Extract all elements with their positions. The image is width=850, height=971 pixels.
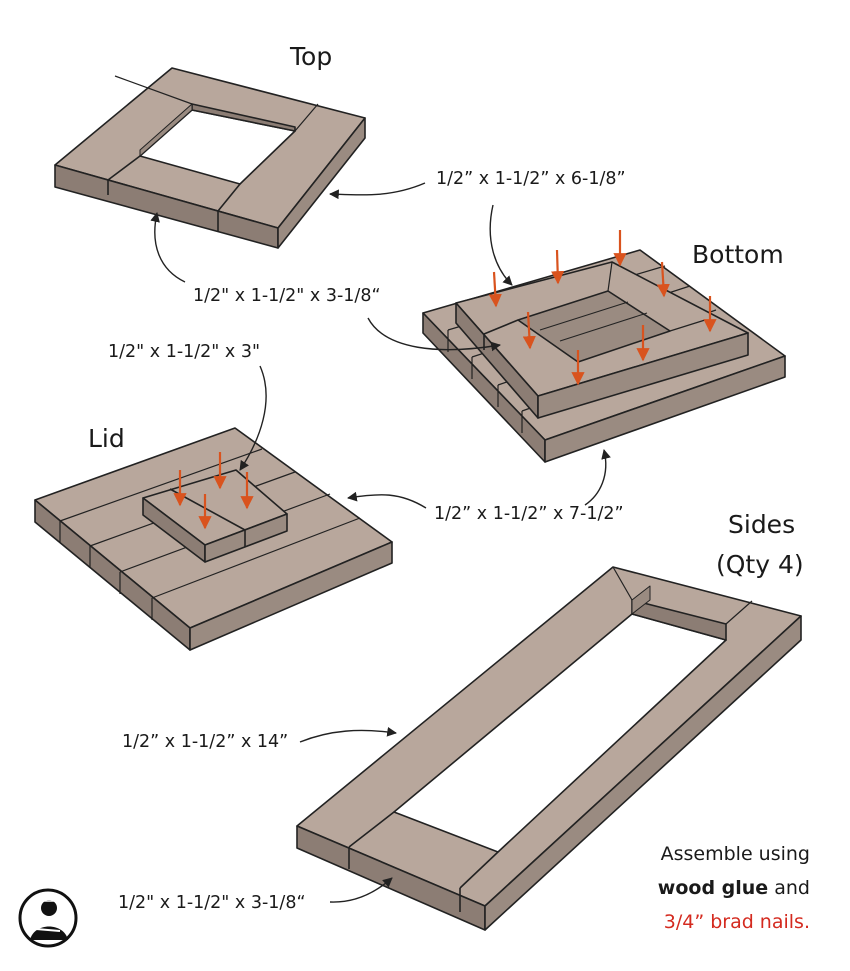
dim-side-long: 1/2” x 1-1/2” x 14” [122, 732, 289, 752]
title-sides-qty: (Qty 4) [716, 550, 804, 579]
top-frame [54, 67, 366, 249]
title-lid: Lid [88, 424, 125, 453]
note-line2: wood glue and [658, 877, 810, 899]
dim-lid-block: 1/2" x 1-1/2" x 3" [108, 342, 261, 362]
note-glue: wood glue [657, 877, 769, 899]
note-nails: 3/4” brad nails. [663, 911, 810, 933]
title-top: Top [290, 42, 333, 71]
dim-side-short: 1/2" x 1-1/2" x 3-1/8“ [118, 893, 306, 913]
title-sides: Sides [728, 510, 796, 539]
brand-logo [18, 888, 78, 948]
dim-top-long: 1/2” x 1-1/2” x 6-1/8” [436, 169, 626, 189]
dim-base-slat: 1/2” x 1-1/2” x 7-1/2” [434, 504, 624, 524]
title-bottom: Bottom [692, 240, 784, 269]
note-line1: Assemble using [660, 843, 810, 865]
bottom-assembly [422, 249, 786, 463]
callout-arrows [150, 182, 611, 903]
nail-arrows [173, 230, 717, 530]
sides-frame [296, 566, 802, 931]
note-and: and [768, 877, 810, 899]
dim-top-short: 1/2" x 1-1/2" x 3-1/8“ [193, 286, 381, 306]
lid-assembly [34, 427, 393, 651]
